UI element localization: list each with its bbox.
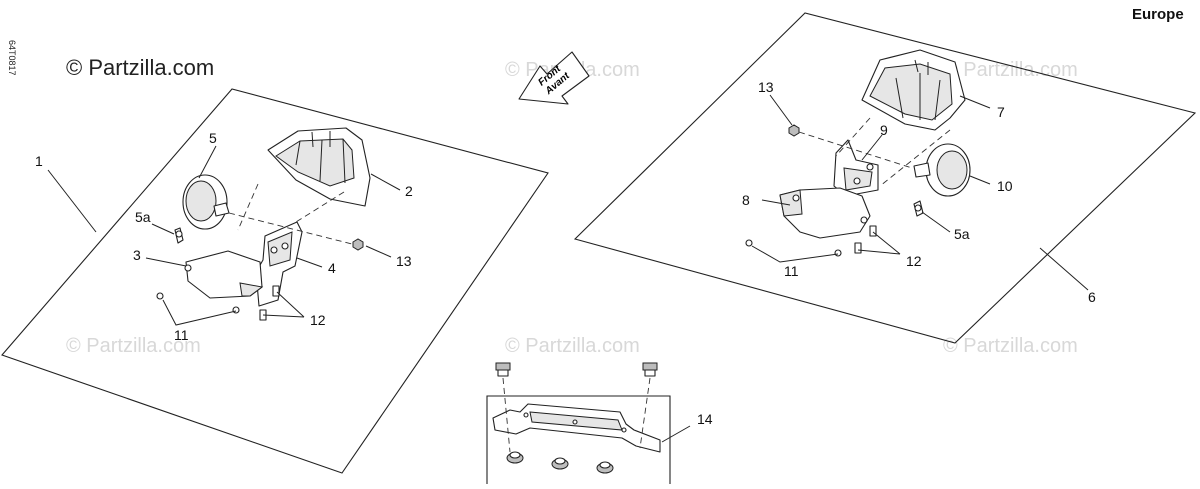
copyright-text: © Partzilla.com bbox=[66, 55, 214, 80]
part-5a-bulb-right bbox=[913, 200, 924, 217]
part-3-cover bbox=[184, 250, 264, 299]
watermark: © Partzilla.com bbox=[505, 335, 640, 357]
callout-13: 13 bbox=[396, 253, 412, 269]
callout-14: 14 bbox=[697, 411, 713, 427]
callout-9: 9 bbox=[880, 122, 888, 138]
callout-2: 2 bbox=[405, 183, 413, 199]
part-2-housing bbox=[267, 127, 371, 207]
callout-11: 11 bbox=[174, 327, 189, 343]
callout-13-right: 13 bbox=[758, 79, 774, 95]
part-7-housing bbox=[861, 49, 966, 131]
part-5-headlight bbox=[182, 174, 230, 230]
part-14-bracket bbox=[492, 403, 661, 453]
region-label: Europe bbox=[1132, 6, 1184, 23]
grommets bbox=[506, 451, 614, 474]
mounting-bolts bbox=[495, 362, 658, 377]
callout-12: 12 bbox=[310, 312, 326, 328]
callout-7: 7 bbox=[997, 104, 1005, 120]
callout-5a: 5a bbox=[135, 209, 151, 225]
watermark: © Partzilla.com bbox=[943, 335, 1078, 357]
callout-5: 5 bbox=[209, 130, 217, 146]
callout-1: 1 bbox=[35, 153, 43, 169]
right-assembly-outline bbox=[573, 12, 1197, 344]
watermark: © Partzilla.com bbox=[66, 335, 201, 357]
document-code: 64T0817 bbox=[7, 40, 17, 76]
left-assembly-outline bbox=[1, 88, 549, 474]
callout-11-right: 11 bbox=[784, 263, 799, 279]
callout-5a-right: 5a bbox=[954, 226, 970, 242]
callout-6: 6 bbox=[1088, 289, 1096, 305]
right-assembly: 13 7 9 10 8 5a 11 12 6 bbox=[573, 12, 1197, 344]
part-10-headlight bbox=[913, 143, 971, 197]
left-assembly: 1 5 5a 2 3 4 13 11 12 bbox=[1, 88, 549, 474]
bottom-assembly: 14 bbox=[486, 362, 713, 484]
watermark: © Partzilla.com bbox=[943, 59, 1078, 81]
bottom-assembly-outline bbox=[486, 395, 671, 484]
callout-3: 3 bbox=[133, 247, 141, 263]
part-5a-bulb bbox=[174, 227, 184, 244]
callout-4: 4 bbox=[328, 260, 336, 276]
part-4-bracket bbox=[255, 221, 303, 307]
callout-10: 10 bbox=[997, 178, 1013, 194]
callout-12-right: 12 bbox=[906, 253, 922, 269]
callout-8: 8 bbox=[742, 192, 750, 208]
part-8-cover bbox=[779, 187, 871, 239]
part-9-bracket bbox=[833, 139, 879, 197]
right-screws bbox=[745, 124, 877, 257]
